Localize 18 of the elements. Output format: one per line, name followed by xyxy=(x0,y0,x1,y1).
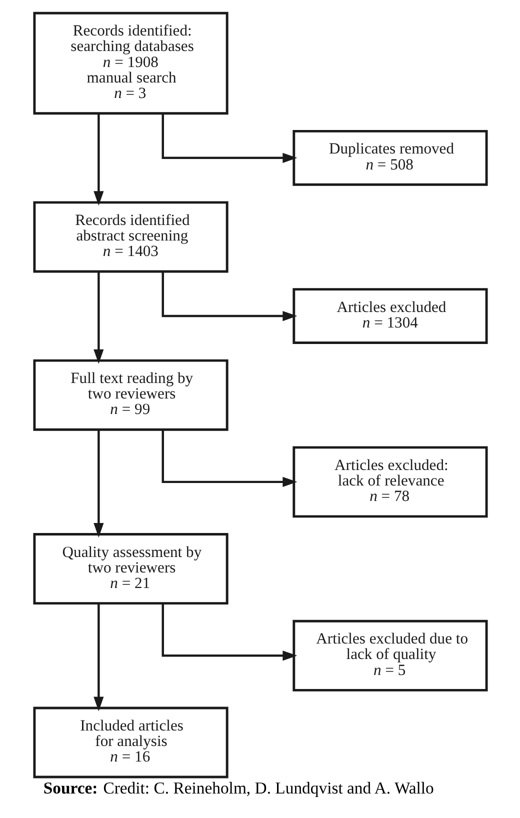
arrow xyxy=(161,114,297,163)
arrow xyxy=(93,272,104,364)
node-box: Records identified: searching databases n = 1908 manual search n = 3 xyxy=(32,12,228,115)
arrow xyxy=(93,604,104,712)
arrow xyxy=(93,114,104,206)
node-box: Duplicates removed n = 508 xyxy=(292,130,488,186)
node-box: Records identified abstract screening n = 1403 xyxy=(32,201,228,273)
node-box: Articles excluded due to lack of quality n = 5 xyxy=(292,620,488,692)
node-box: Articles excluded: lack of relevance n = 78 xyxy=(292,446,488,518)
node-box: Articles excluded n = 1304 xyxy=(292,288,488,344)
node-box: Full text reading by two reviewers n = 99 xyxy=(32,359,228,431)
arrow xyxy=(93,430,104,538)
arrow xyxy=(161,430,297,488)
arrow xyxy=(161,272,297,322)
node-box: Included articles for analysis n = 16 xyxy=(32,706,228,778)
caption: Source: Credit: C. Reineholm, D. Lundqvist and A. Wallo xyxy=(42,778,434,798)
node-box: Quality assessment by two reviewers n = 21 xyxy=(32,533,228,605)
arrow xyxy=(161,604,297,661)
